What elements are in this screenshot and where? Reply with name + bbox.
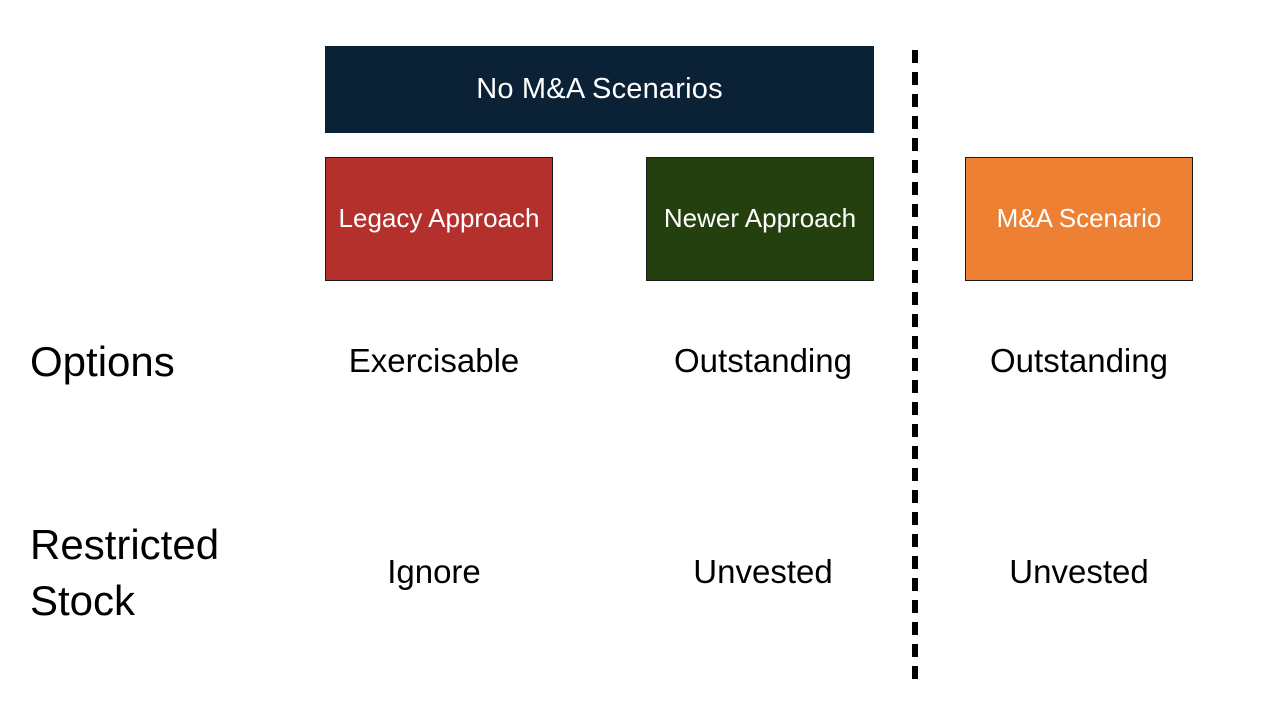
vertical-dashed-divider <box>912 50 918 680</box>
column-header-legacy-approach: Legacy Approach <box>325 157 553 281</box>
cell-options-newer-approach: Outstanding <box>674 342 852 379</box>
no-mna-group-banner: No M&A Scenarios <box>325 46 874 133</box>
column-header-mna-scenario-label: M&A Scenario <box>996 203 1162 234</box>
cell-restricted-stock-legacy-approach: Ignore <box>387 553 481 590</box>
cell-options-legacy-approach: Exercisable <box>348 342 520 379</box>
column-header-mna-scenario: M&A Scenario <box>965 157 1193 281</box>
cell-restricted-stock-newer-approach: Unvested <box>693 553 833 590</box>
column-header-newer-approach: Newer Approach <box>646 157 874 281</box>
no-mna-group-banner-label: No M&A Scenarios <box>476 72 723 105</box>
column-header-newer-approach-label: Newer Approach <box>663 203 857 234</box>
column-header-legacy-approach-label: Legacy Approach <box>338 203 540 234</box>
cell-options-mna-scenario: Outstanding <box>990 342 1168 379</box>
row-label-restricted-stock: Restricted Stock <box>30 521 220 624</box>
row-label-options: Options <box>30 338 175 385</box>
cell-restricted-stock-mna-scenario: Unvested <box>1009 553 1149 590</box>
